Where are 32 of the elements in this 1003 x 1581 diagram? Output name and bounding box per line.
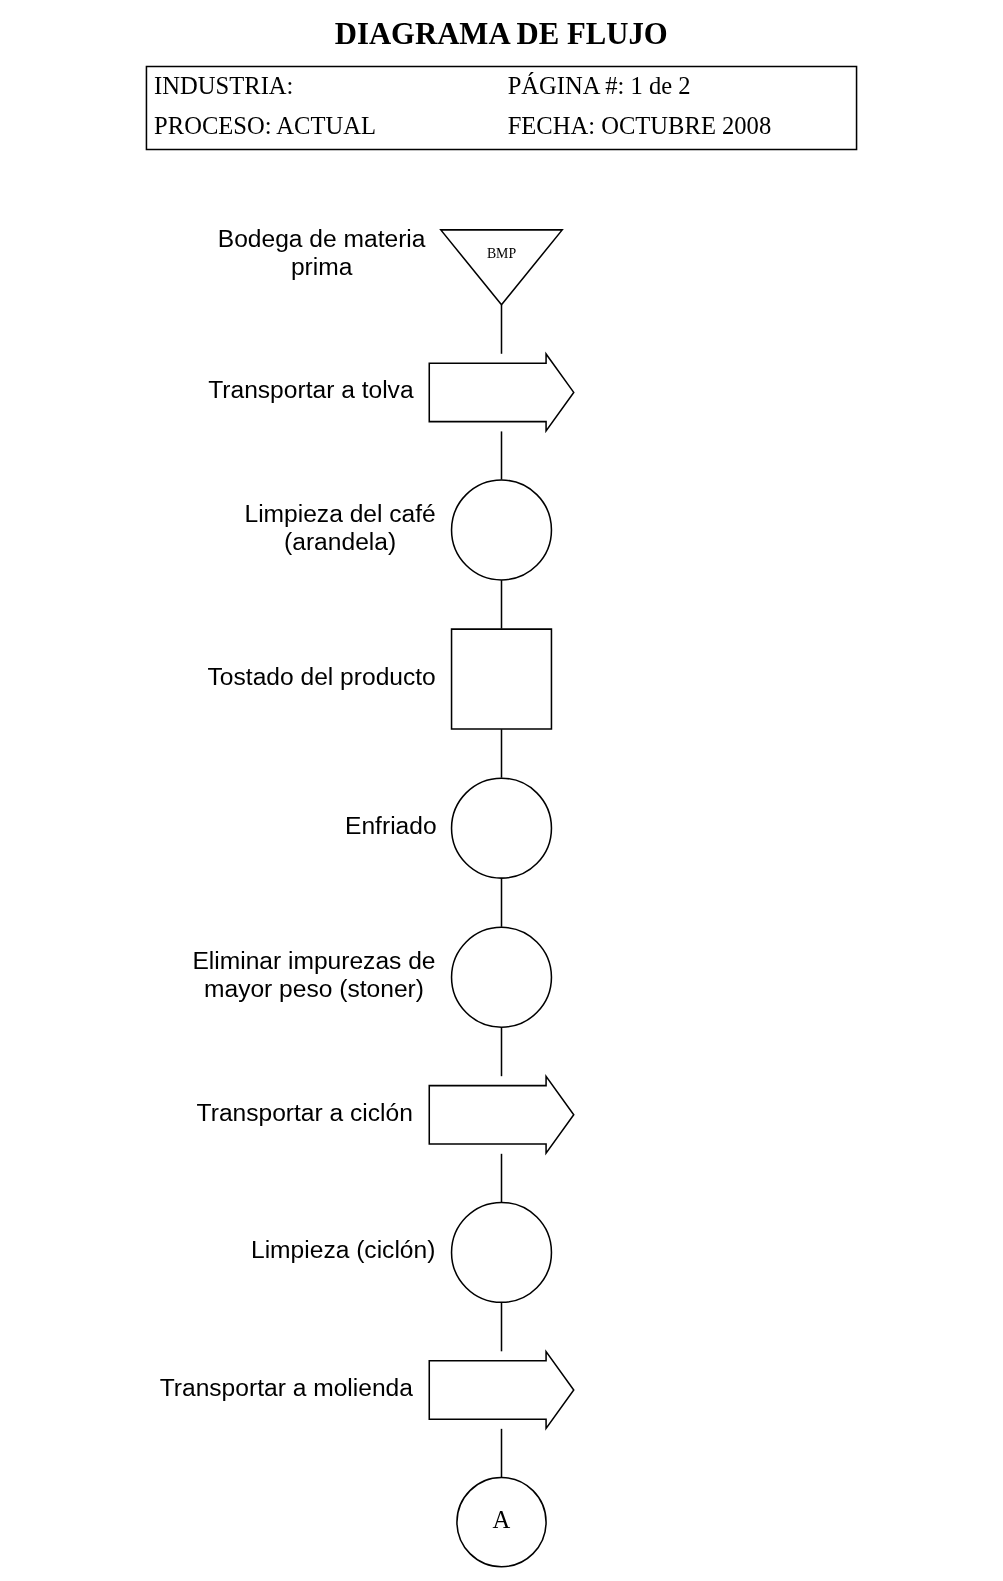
connector — [500, 1153, 503, 1203]
node-arrow — [428, 1349, 575, 1431]
node-circle: A — [456, 1476, 547, 1568]
connector — [500, 430, 503, 481]
node-circle — [450, 479, 553, 581]
connector — [500, 728, 503, 779]
connector — [500, 304, 503, 355]
node-label: Limpieza (ciclón) — [250, 1236, 436, 1264]
node-label: Bodega de materia prima — [217, 224, 426, 280]
node-circle — [450, 926, 553, 1028]
node-arrow — [428, 1074, 575, 1156]
connector — [500, 579, 503, 630]
node-circle — [450, 1201, 553, 1304]
label: INDUSTRIA: — [154, 71, 294, 99]
diagram-title: DIAGRAMA DE FLUJO — [334, 16, 668, 51]
label: PÁGINA #: 1 de 2 — [507, 71, 691, 99]
node-label: Transportar a tolva — [208, 376, 414, 404]
node-box — [450, 628, 553, 730]
node-label: Eliminar impurezas de mayor peso (stoner) — [192, 947, 436, 1002]
node-label: Tostado del producto — [207, 662, 436, 690]
node-label: Enfriado — [345, 812, 437, 839]
node-label: Transportar a molienda — [159, 1373, 413, 1401]
connector — [500, 1026, 503, 1077]
node-arrow — [428, 351, 575, 434]
connector — [500, 877, 503, 928]
node-label: Limpieza del café (arandela) — [244, 499, 436, 555]
connector — [500, 1428, 503, 1479]
node-circle — [450, 777, 553, 879]
connector — [500, 1301, 503, 1353]
node-label: Transportar a ciclón — [196, 1098, 413, 1126]
label: PROCESO: ACTUAL — [154, 111, 377, 139]
label: FECHA: OCTUBRE 2008 — [507, 111, 772, 139]
